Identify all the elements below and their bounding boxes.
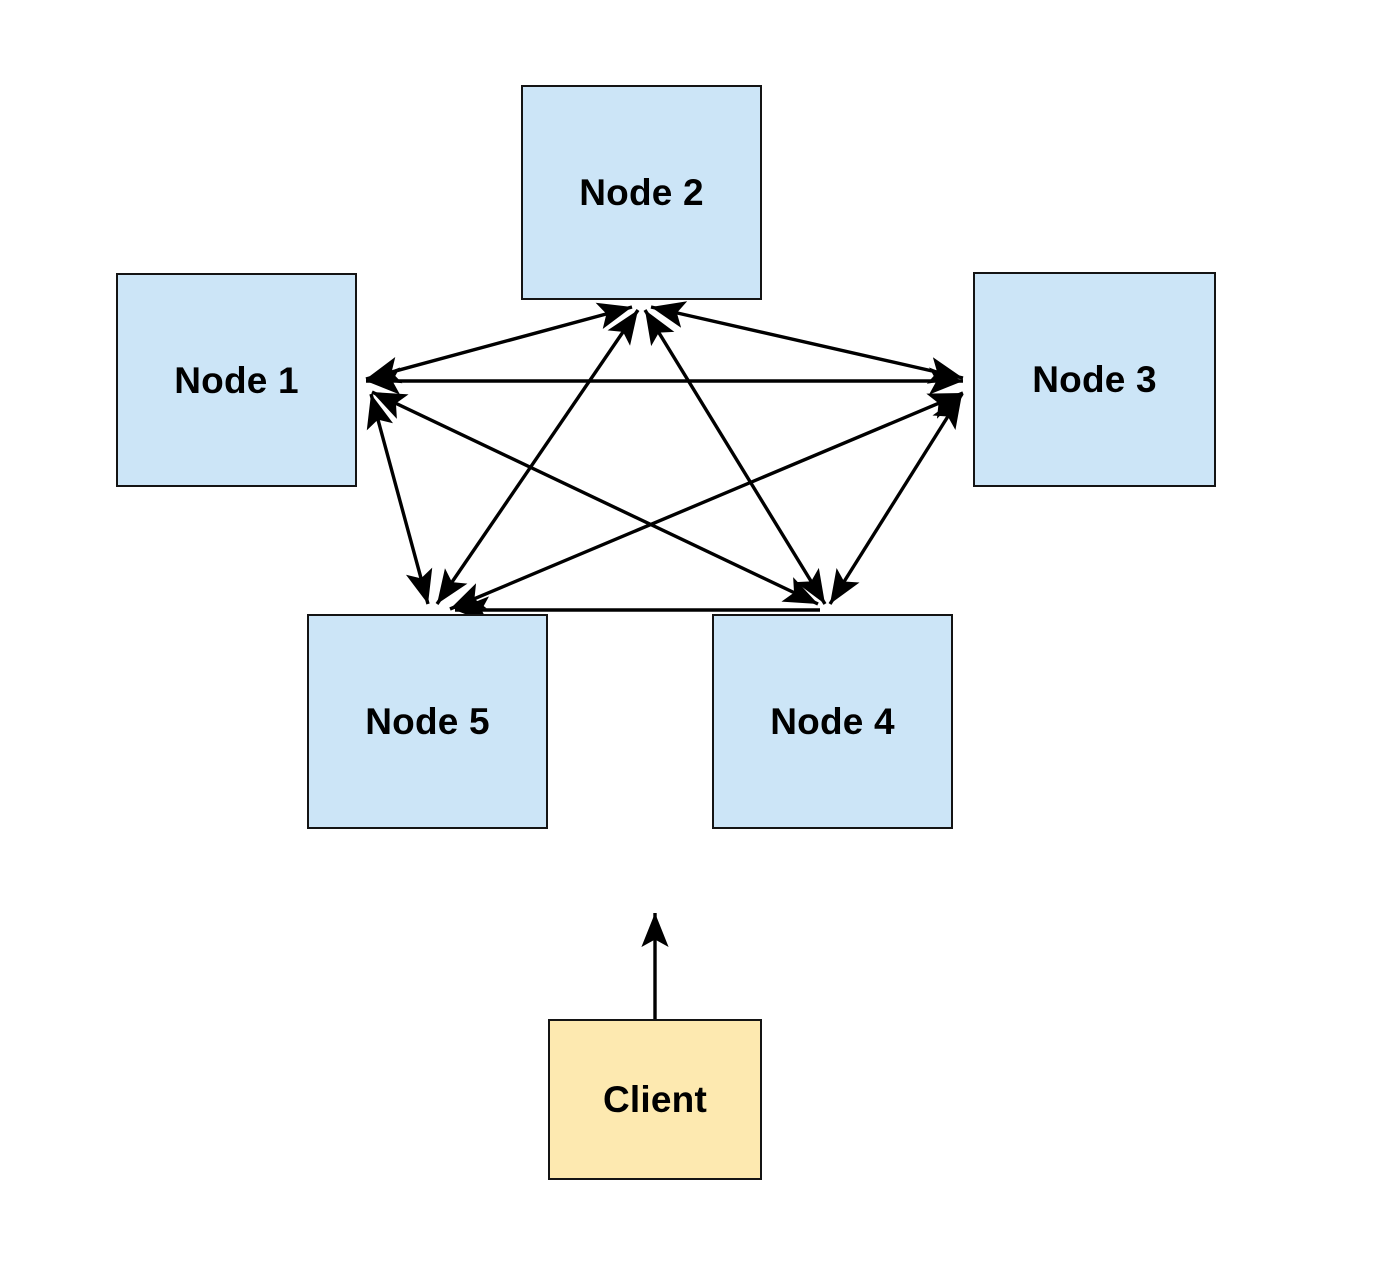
edge-e-n2-n5 [435,309,640,605]
node-label-node1: Node 1 [174,359,299,401]
node-label-node2: Node 2 [579,172,704,213]
node-label-node4: Node 4 [770,701,895,742]
node-box-node4[interactable]: Node 4 [712,614,953,829]
edge-e-n1-n5 [366,393,433,605]
node-label-client: Client [603,1079,707,1120]
node-label-node3: Node 3 [1032,359,1157,400]
edge-e-n3-n4 [828,393,964,605]
node-box-node1[interactable]: Node 1 [116,273,357,487]
node-box-client[interactable]: Client [548,1019,762,1180]
node-box-node3[interactable]: Node 3 [973,272,1216,487]
edge-e-n2-n3 [650,301,964,384]
edge-e-n1-n2 [365,302,633,384]
node-label-node5: Node 5 [365,701,490,742]
edge-e-n2-n4 [643,309,827,605]
node-box-node2[interactable]: Node 2 [521,85,762,300]
edge-e-n1-n4 [371,390,819,606]
edge-e-n3-n5 [449,391,964,611]
node-box-node5[interactable]: Node 5 [307,614,548,829]
